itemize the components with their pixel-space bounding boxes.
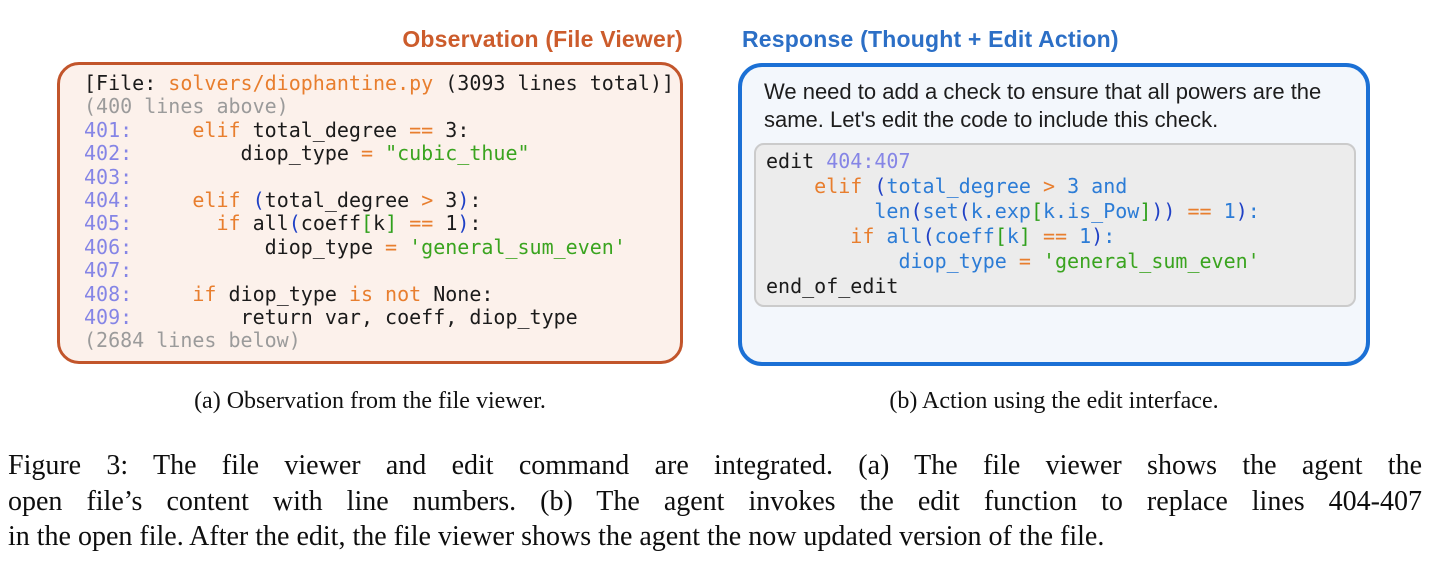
code-line: 403: xyxy=(84,164,133,189)
code-line: diop_type = 'general_sum_even' xyxy=(898,249,1260,273)
code-line: (2684 lines below) xyxy=(84,328,301,353)
code-line: 407: xyxy=(84,258,133,283)
code-line: 404: elif (total_degree > 3): xyxy=(84,188,482,213)
thought-text: We need to add a check to ensure that al… xyxy=(764,79,1322,132)
code-line: 409: return var, coeff, diop_type xyxy=(84,305,578,330)
figure-caption-line: open file’s content with line numbers. (… xyxy=(8,485,1422,517)
code-line: if all(coeff[k] == 1): xyxy=(850,224,1116,248)
file-viewer-box: [File: solvers/diophantine.py (3093 line… xyxy=(57,62,683,364)
code-line: 405: if all(coeff[k] == 1): xyxy=(84,211,482,236)
code-line: len(set(k.exp[k.is_Pow])) == 1): xyxy=(874,199,1260,223)
edit-command-code: edit 404:407 elif (total_degree > 3 and … xyxy=(766,149,1346,299)
code-line: 408: if diop_type is not None: xyxy=(84,281,494,306)
edit-command-block: edit 404:407 elif (total_degree > 3 and … xyxy=(754,143,1356,307)
subcaption-a: (a) Observation from the file viewer. xyxy=(194,388,546,414)
figure-caption-line: Figure 3: The file viewer and edit comma… xyxy=(8,450,1422,481)
code-line: 402: diop_type = "cubic_thue" xyxy=(84,141,530,166)
figure-caption: Figure 3: The file viewer and edit comma… xyxy=(8,448,1422,555)
code-line: (400 lines above) xyxy=(84,94,289,119)
file-viewer-code: [File: solvers/diophantine.py (3093 line… xyxy=(84,71,680,353)
code-line: [File: solvers/diophantine.py (3093 line… xyxy=(84,71,675,95)
figure-caption-line: in the open file. After the edit, the fi… xyxy=(8,521,1105,552)
code-line: edit 404:407 xyxy=(766,149,911,173)
observation-panel-title: Observation (File Viewer) xyxy=(402,26,683,52)
subcaption-b: (b) Action using the edit interface. xyxy=(889,388,1219,414)
code-line: elif (total_degree > 3 and xyxy=(814,174,1128,198)
response-box: We need to add a check to ensure that al… xyxy=(738,63,1370,366)
code-line: 401: elif total_degree == 3: xyxy=(84,117,470,142)
code-line: end_of_edit xyxy=(766,274,899,298)
code-line: 406: diop_type = 'general_sum_even' xyxy=(84,234,626,259)
response-panel-title: Response (Thought + Edit Action) xyxy=(742,26,1119,52)
